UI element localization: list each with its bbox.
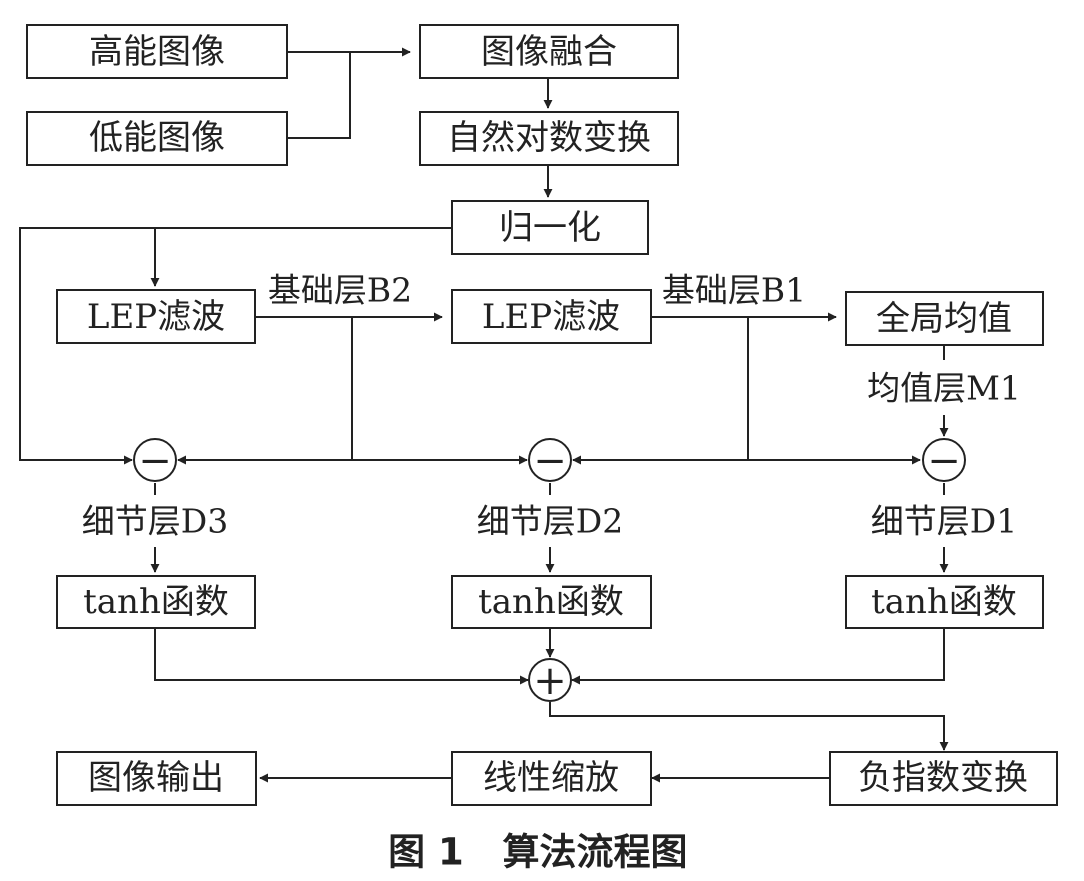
edge-low-energy-to-merge [287,52,351,139]
subtract-symbol: − [927,438,961,484]
edge-tanh-d1-to-add [571,628,945,685]
node-fusion: 图像融合 [419,24,679,79]
node-normalize: 归一化 [451,200,649,255]
edge-label-detail-d1: 细节层D1 [871,502,1017,541]
node-output-label: 图像输出 [88,758,224,798]
figure-number: 图 1 [388,831,464,874]
node-lep-filter-2: LEP滤波 [451,289,652,344]
node-fusion-label: 图像融合 [481,32,617,72]
edge-tanh-d3-to-add [154,628,529,685]
node-linear-scale: 线性缩放 [451,751,652,806]
node-output: 图像输出 [56,751,257,806]
edge-label-detail-d3: 细节层D3 [82,502,228,541]
edge-label-base-b2: 基础层B2 [268,271,412,310]
subtract-operator-d1: − [922,438,966,484]
figure-caption: 图 1 算法流程图 [388,831,687,874]
node-tanh-d2-label: tanh函数 [478,582,624,622]
node-neg-exp-transform: 负指数变换 [829,751,1058,806]
node-lep-filter-1: LEP滤波 [56,289,256,344]
node-linear-scale-label: 线性缩放 [483,758,619,798]
add-symbol: + [533,658,567,704]
node-lep-filter-1-label: LEP滤波 [87,297,225,337]
edge-label-detail-d2: 细节层D2 [477,502,623,541]
node-lep-filter-2-label: LEP滤波 [482,297,620,337]
edge-label-base-b1: 基础层B1 [662,271,806,310]
node-tanh-d3: tanh函数 [56,575,256,629]
node-log-transform-label: 自然对数变换 [447,118,651,158]
node-high-energy: 高能图像 [26,24,288,79]
node-tanh-d1-label: tanh函数 [871,582,1017,622]
figure-title: 算法流程图 [503,831,688,874]
edge-label-mean-m1: 均值层M1 [867,369,1021,408]
node-low-energy-label: 低能图像 [89,118,225,158]
node-tanh-d1: tanh函数 [845,575,1044,629]
node-tanh-d3-label: tanh函数 [83,582,229,622]
node-normalize-label: 归一化 [499,208,601,248]
node-tanh-d2: tanh函数 [451,575,652,629]
node-log-transform: 自然对数变换 [419,111,679,166]
node-low-energy: 低能图像 [26,111,288,166]
edge-normalize-to-sub1 [19,227,155,465]
node-global-mean: 全局均值 [845,291,1044,346]
subtract-operator-d2: − [528,438,572,484]
node-high-energy-label: 高能图像 [89,32,225,72]
add-operator: + [528,658,572,704]
node-global-mean-label: 全局均值 [876,299,1012,339]
edge-add-to-neg-exp [549,702,949,751]
subtract-symbol: − [138,438,172,484]
subtract-operator-d3: − [133,438,177,484]
edges [19,47,949,783]
node-neg-exp-transform-label: 负指数变换 [858,758,1028,798]
subtract-symbol: − [533,438,567,484]
